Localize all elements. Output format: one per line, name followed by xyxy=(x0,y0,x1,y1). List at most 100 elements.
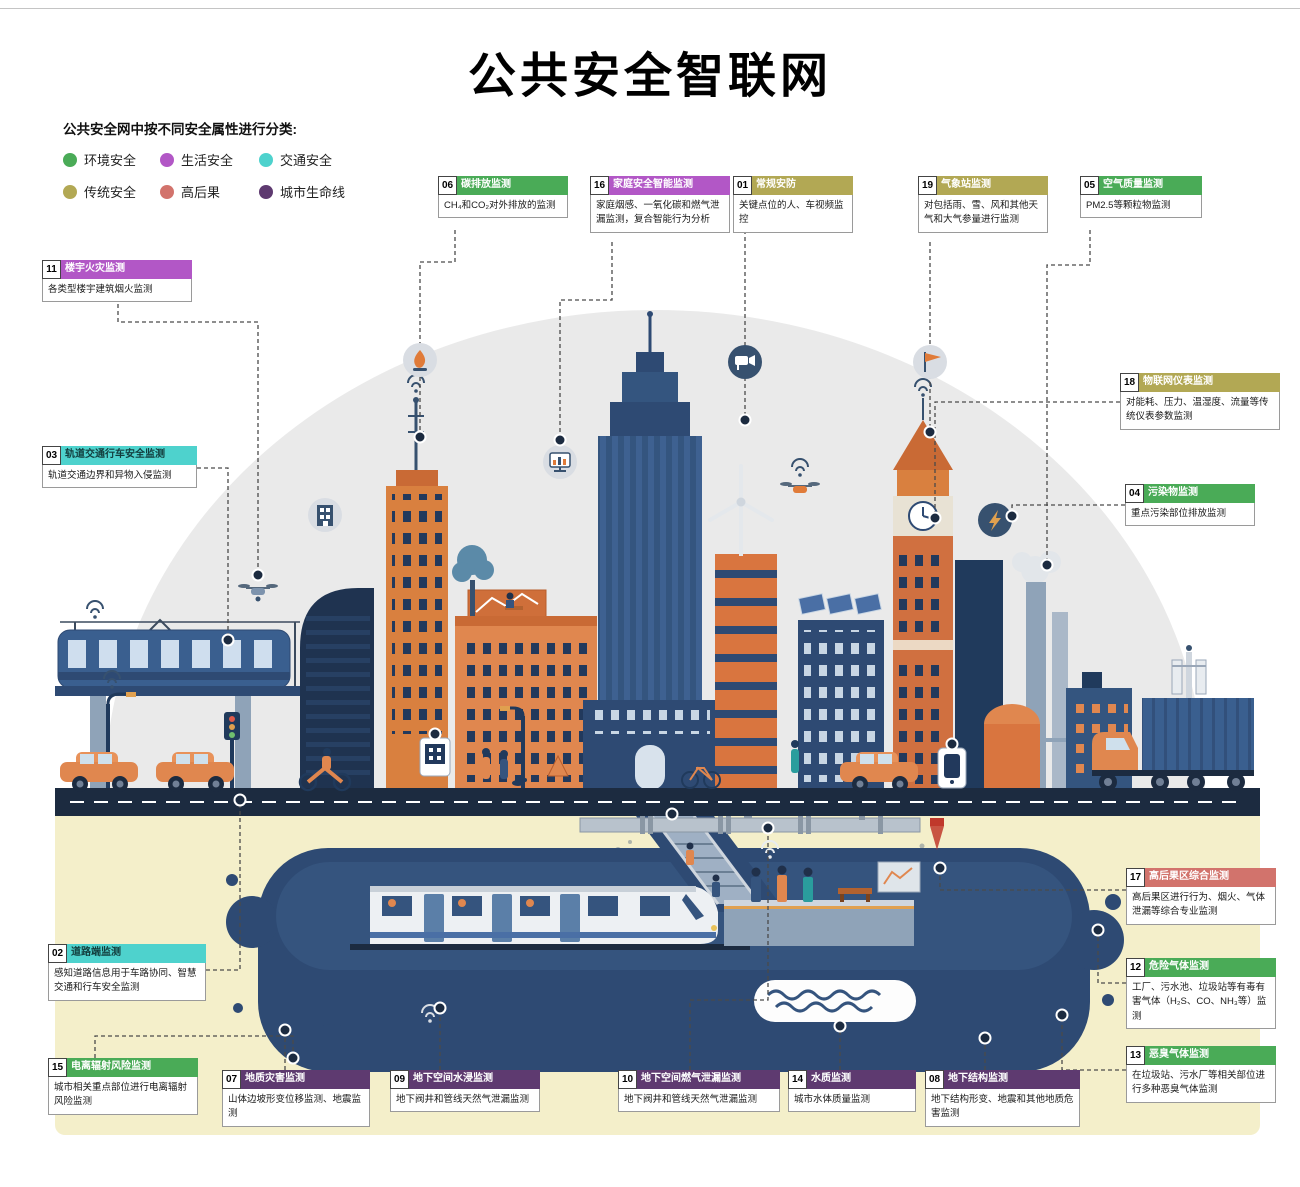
callout-underground-gas-leak: 10 地下空间燃气泄漏监测 地下阀井和管线天然气泄漏监测 xyxy=(618,1070,780,1113)
curved-dark-building xyxy=(300,588,374,790)
legend-item-life: 生活安全 xyxy=(160,150,259,169)
callout-description: 感知道路信息用于车路协同、智慧交通和行车安全监测 xyxy=(48,963,206,1001)
callout-title: 轨道交通行车安全监测 xyxy=(61,446,197,465)
legend-intro: 公共安全网中按不同安全属性进行分类: xyxy=(63,122,297,137)
callout-description: 地下结构形变、地震和其他地质危害监测 xyxy=(925,1089,1080,1127)
connector-nodes xyxy=(221,413,1105,1065)
callout-description: 在垃圾站、污水厂等相关部位进行多种恶臭气体监测 xyxy=(1126,1065,1276,1103)
top-divider xyxy=(0,8,1300,9)
callout-number: 18 xyxy=(1120,373,1139,392)
callout-underground-structure: 08 地下结构监测 地下结构形变、地震和其他地质危害监测 xyxy=(925,1070,1080,1127)
callout-video-surveillance: 01 常规安防 关键点位的人、车视频监控 xyxy=(733,176,853,233)
drone xyxy=(780,458,820,493)
callout-number: 14 xyxy=(788,1070,807,1089)
page-title: 公共安全智联网 xyxy=(467,50,832,103)
callout-number: 01 xyxy=(733,176,752,195)
windsock-icon xyxy=(913,345,947,379)
callout-iot-meters: 18 物联网仪表监测 对能耗、压力、温湿度、流量等传统仪表参数监测 xyxy=(1120,373,1280,430)
callout-title: 地下空间水浸监测 xyxy=(409,1070,540,1089)
callout-description: PM2.5等颗粒物监测 xyxy=(1080,195,1202,219)
legend-item-traffic: 交通安全 xyxy=(259,150,389,169)
central-skyscraper xyxy=(583,311,717,790)
callout-title: 物联网仪表监测 xyxy=(1139,373,1280,392)
callout-home-safety: 16 家庭安全智能监测 家庭烟感、一氧化碳和燃气泄漏监测，复合智能行为分析 xyxy=(590,176,730,233)
callout-description: CH₄和CO₂对外排放的监测 xyxy=(438,195,568,219)
cone-sensor xyxy=(930,818,944,850)
legend: 环境安全 生活安全 交通安全 传统安全 高后果 城市生命线 xyxy=(63,150,389,201)
traffic-light xyxy=(224,712,240,788)
flame-icon xyxy=(403,343,437,377)
legend-item-high-consequence: 高后果 xyxy=(160,182,259,201)
callout-title: 地下结构监测 xyxy=(944,1070,1080,1089)
callout-title: 污染物监测 xyxy=(1144,484,1255,503)
banded-building xyxy=(715,554,777,790)
callout-header: 05 空气质量监测 xyxy=(1080,176,1202,195)
pedestrians xyxy=(482,740,799,786)
callout-water-quality: 14 水质监测 城市水体质量监测 xyxy=(788,1070,916,1113)
callout-title: 空气质量监测 xyxy=(1099,176,1202,195)
legend-dot-high-consequence xyxy=(160,184,174,199)
legend-dot-traditional xyxy=(63,184,77,199)
legend-label: 城市生命线 xyxy=(280,185,346,200)
mid-orange-block xyxy=(452,545,597,790)
callout-header: 13 恶臭气体监测 xyxy=(1126,1046,1276,1065)
callout-description: 山体边坡形变位移监测、地震监测 xyxy=(222,1089,370,1127)
power-icon xyxy=(978,503,1012,537)
callout-title: 家庭安全智能监测 xyxy=(609,176,730,195)
callout-header: 03 轨道交通行车安全监测 xyxy=(42,446,197,465)
callout-description: 家庭烟感、一氧化碳和燃气泄漏监测，复合智能行为分析 xyxy=(590,195,730,233)
callout-header: 11 楼宇火灾监测 xyxy=(42,260,192,279)
callout-number: 11 xyxy=(42,260,61,279)
camera-icon xyxy=(728,345,762,379)
callout-odor-gas: 13 恶臭气体监测 在垃圾站、污水厂等相关部位进行多种恶臭气体监测 xyxy=(1126,1046,1276,1103)
callout-number: 05 xyxy=(1080,176,1099,195)
callout-number: 16 xyxy=(590,176,609,195)
callout-title: 高后果区综合监测 xyxy=(1145,868,1276,887)
callout-number: 07 xyxy=(222,1070,241,1089)
car xyxy=(840,752,918,792)
callout-number: 12 xyxy=(1126,958,1145,977)
legend-label: 生活安全 xyxy=(181,153,234,168)
callout-header: 18 物联网仪表监测 xyxy=(1120,373,1280,392)
taxi xyxy=(60,752,138,792)
callout-title: 气象站监测 xyxy=(937,176,1048,195)
callout-number: 09 xyxy=(390,1070,409,1089)
callout-weather-station: 19 气象站监测 对包括雨、雪、风和其他天气和大气参量进行监测 xyxy=(918,176,1048,233)
callout-title: 常规安防 xyxy=(752,176,853,195)
callout-description: 地下阀井和管线天然气泄漏监测 xyxy=(618,1089,780,1113)
legend-item-environment: 环境安全 xyxy=(63,150,160,169)
legend-dot-environment xyxy=(63,152,77,167)
callout-title: 地质灾害监测 xyxy=(241,1070,370,1089)
callout-title: 地下空间燃气泄漏监测 xyxy=(637,1070,780,1089)
callout-description: 城市相关重点部位进行电离辐射风险监测 xyxy=(48,1077,198,1115)
legend-label: 交通安全 xyxy=(280,153,333,168)
motorcycle xyxy=(298,748,352,792)
callout-header: 16 家庭安全智能监测 xyxy=(590,176,730,195)
monorail xyxy=(55,600,310,790)
callout-radiation: 15 电离辐射风险监测 城市相关重点部位进行电离辐射风险监测 xyxy=(48,1058,198,1115)
callout-header: 02 道路端监测 xyxy=(48,944,206,963)
connector-lines xyxy=(94,230,1126,1071)
callout-description: 对包括雨、雪、风和其他天气和大气参量进行监测 xyxy=(918,195,1048,233)
callout-title: 危险气体监测 xyxy=(1145,958,1276,977)
callout-title: 碳排放监测 xyxy=(457,176,568,195)
callout-number: 13 xyxy=(1126,1046,1145,1065)
callout-header: 09 地下空间水浸监测 xyxy=(390,1070,540,1089)
callout-description: 地下阀井和管线天然气泄漏监测 xyxy=(390,1089,540,1113)
callout-air-quality: 05 空气质量监测 PM2.5等颗粒物监测 xyxy=(1080,176,1202,219)
callout-header: 19 气象站监测 xyxy=(918,176,1048,195)
street-lamp xyxy=(103,670,136,788)
callout-header: 17 高后果区综合监测 xyxy=(1126,868,1276,887)
legend-item-traditional: 传统安全 xyxy=(63,182,160,201)
underground-water xyxy=(754,980,916,1022)
bicycle xyxy=(681,766,721,789)
truck xyxy=(1092,698,1254,791)
legend-dot-traffic xyxy=(259,152,273,167)
callout-pollutant: 04 污染物监测 重点污染部位排放监测 xyxy=(1125,484,1255,527)
callout-header: 01 常规安防 xyxy=(733,176,853,195)
callout-number: 17 xyxy=(1126,868,1145,887)
callout-number: 04 xyxy=(1125,484,1144,503)
callout-title: 道路端监测 xyxy=(67,944,206,963)
legend-label: 传统安全 xyxy=(84,185,137,200)
callout-header: 14 水质监测 xyxy=(788,1070,916,1089)
